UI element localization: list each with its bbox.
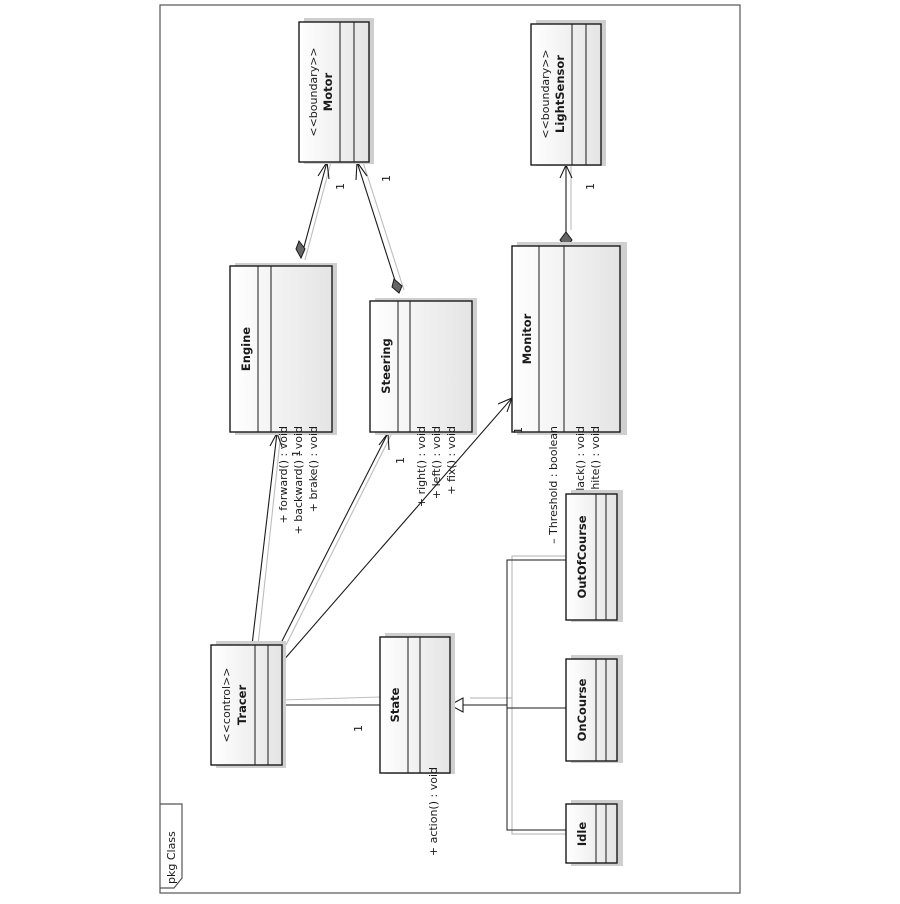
- steering-op-left: + left() : void: [430, 426, 443, 499]
- steering-op-right: + right() : void: [415, 426, 428, 507]
- class-motor[interactable]: <<boundary>> Motor: [298, 18, 374, 164]
- tracer-steering-shadow: [285, 432, 393, 646]
- monitor-attr-threshold: – Threshold : boolean: [547, 426, 560, 544]
- steering-motor-shadow: [362, 161, 405, 291]
- package-frame: [159, 4, 741, 894]
- mult-tracer-state: 1: [352, 725, 365, 732]
- class-state[interactable]: State + action() : void: [379, 633, 455, 856]
- tracer-stereotype: <<control>>: [220, 668, 233, 743]
- mult-steering-motor: 1: [380, 175, 393, 182]
- steering-motor-composition: [356, 161, 400, 294]
- mult-tracer-steering: 1: [394, 457, 407, 464]
- steering-diamond: [391, 278, 403, 294]
- tracer-steering-association: [279, 432, 389, 646]
- tracer-name: Tracer: [235, 685, 249, 726]
- engine-op-backward: + backward() : void: [292, 426, 305, 534]
- package-tab: [160, 803, 183, 889]
- class-steering[interactable]: Steering + right() : void + left() : voi…: [369, 298, 477, 507]
- mult-engine-motor: 1: [334, 183, 347, 190]
- idle-name: Idle: [575, 822, 589, 846]
- motor-name: Motor: [321, 72, 335, 111]
- engine-motor-composition: [300, 161, 328, 259]
- mult-monitor-lightsensor: 1: [584, 183, 597, 190]
- generalization-tree-shadow: [511, 555, 566, 835]
- mult-tracer-monitor: 1: [512, 427, 525, 434]
- class-oncourse[interactable]: OnCourse: [565, 655, 623, 763]
- tracer-state-shadow: [281, 696, 381, 701]
- outofcourse-name: OutOfCourse: [575, 515, 589, 598]
- engine-op-forward: + forward() : void: [277, 426, 290, 523]
- motor-stereotype: <<boundary>>: [307, 47, 320, 136]
- class-outofcourse[interactable]: OutOfCourse: [565, 490, 623, 622]
- engine-motor-shadow: [304, 161, 332, 261]
- steering-op-fix: + fix() : void: [445, 426, 458, 495]
- class-engine[interactable]: Engine + forward() : void + backward() :…: [229, 263, 337, 534]
- engine-op-brake: + brake() : void: [307, 426, 320, 512]
- class-monitor[interactable]: Monitor – Threshold : boolean + isBlack(…: [511, 242, 627, 544]
- tracer-engine-association: [251, 432, 278, 646]
- oncourse-name: OnCourse: [575, 678, 589, 741]
- class-idle[interactable]: Idle: [565, 800, 623, 866]
- steering-name: Steering: [379, 338, 393, 393]
- state-name: State: [388, 687, 402, 722]
- generalization-arrowhead: [448, 697, 464, 713]
- monitor-name: Monitor: [520, 313, 534, 364]
- package-label: pkg Class: [165, 831, 178, 884]
- class-tracer[interactable]: <<control>> Tracer: [210, 641, 286, 768]
- engine-name: Engine: [239, 327, 253, 371]
- state-op-action: + action() : void: [427, 767, 440, 856]
- lightsensor-stereotype: <<boundary>>: [539, 49, 552, 138]
- mult-tracer-engine: 1: [290, 450, 303, 457]
- lightsensor-name: LightSensor: [553, 55, 567, 133]
- generalization-tree: [506, 559, 566, 831]
- class-lightsensor[interactable]: <<boundary>> LightSensor: [530, 20, 606, 166]
- tracer-monitor-association: [281, 397, 513, 663]
- engine-diamond: [295, 239, 306, 260]
- tracer-engine-shadow: [257, 431, 282, 646]
